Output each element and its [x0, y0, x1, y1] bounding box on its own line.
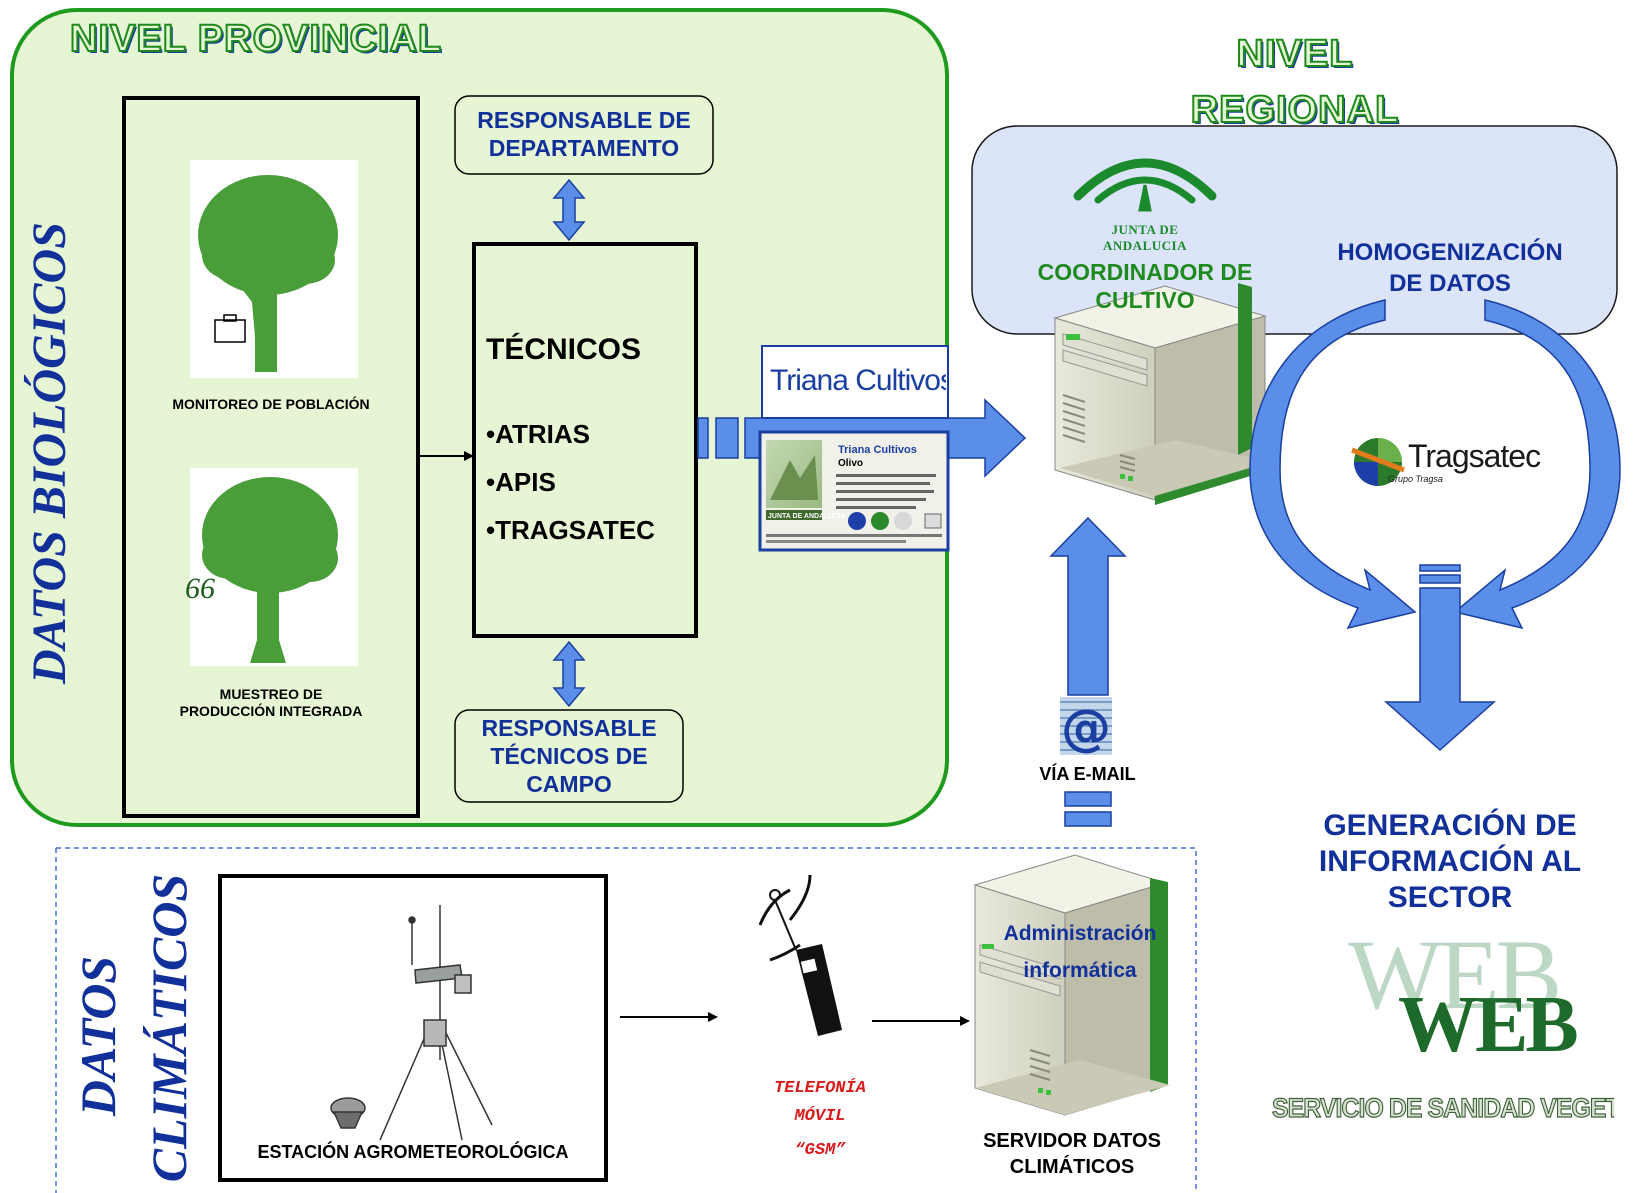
tragsatec-logo	[1351, 438, 1405, 486]
service-label: SERVICIO DE SANIDAD VEGETAL	[1272, 1093, 1615, 1124]
junta-andalucia-logo	[1073, 158, 1217, 212]
technicians-box	[472, 242, 698, 638]
double-arrow-icon	[552, 640, 586, 708]
admin-label: Administración informática	[990, 915, 1170, 989]
generation-label: GENERACIÓN DE INFORMACIÓN AL SECTOR	[1290, 808, 1610, 916]
field-head-box	[454, 709, 684, 803]
down-arrow	[1384, 564, 1496, 752]
station-box	[218, 874, 608, 1182]
homogenization-line: DE DATOS	[1389, 270, 1511, 297]
biological-data-label: DATOS BIOLÓGICOS	[23, 222, 76, 684]
cycle-arrows	[1249, 299, 1621, 630]
field-head-line: TÉCNICOS DE	[490, 743, 648, 769]
phone-label: TELEFONÍA MÓVIL “GSM”	[740, 1075, 900, 1165]
triana-logo	[761, 345, 949, 419]
triana-screen-brand: JUNTA DE ANDALUCIA	[768, 513, 846, 520]
triana-screen-title: Triana Cultivos	[838, 444, 917, 456]
double-arrow-icon	[552, 178, 586, 242]
provincial-title: NIVEL PROVINCIAL	[69, 17, 443, 61]
triana-logo-text: Triana Cultivos	[770, 364, 946, 397]
arrow-icon	[620, 1012, 718, 1022]
admin-line: informática	[1023, 959, 1137, 982]
coordinator-line: COORDINADOR DE	[1037, 259, 1253, 285]
triana-screenshot	[758, 430, 950, 552]
coordinator-line: CULTIVO	[1095, 287, 1195, 313]
arrow-icon	[872, 1016, 970, 1026]
technicians-title: TÉCNICOS	[486, 333, 642, 366]
up-arrow	[1049, 516, 1127, 696]
svg-text:@: @	[1061, 699, 1111, 757]
climatic-server-line: CLIMÁTICOS	[1009, 1156, 1135, 1178]
dept-head-line: DEPARTAMENTO	[488, 135, 680, 161]
coordinator-label: COORDINADOR DE CULTIVO	[1010, 258, 1280, 314]
phone-label-line: MÓVIL	[794, 1107, 846, 1126]
triana-screen-subtitle: Olivo	[838, 458, 864, 469]
regional-server-icon	[1053, 283, 1270, 505]
email-icon: @	[1060, 697, 1112, 757]
climatic-data-label: DATOS	[70, 955, 126, 1117]
climatic-data-label: CLIMÁTICOS	[141, 873, 197, 1183]
mobile-phone-icon	[758, 874, 842, 1036]
technician-item: •APIS	[486, 467, 556, 497]
sampling-label: MUESTREO DE PRODUCCIÓN INTEGRADA	[140, 686, 402, 720]
homogenization-line: HOMOGENIZACIÓN	[1337, 239, 1563, 266]
dept-head-line: RESPONSABLE DE	[477, 107, 691, 133]
weather-station-icon	[330, 905, 493, 1141]
field-head-label: RESPONSABLE TÉCNICOS DE CAMPO	[455, 714, 683, 798]
arrow-icon	[420, 451, 474, 461]
generation-line: GENERACIÓN DE	[1323, 809, 1577, 842]
biological-box	[122, 96, 420, 818]
dept-head-label: RESPONSABLE DE DEPARTAMENTO	[455, 106, 713, 162]
field-head-line: CAMPO	[526, 771, 612, 797]
monitoring-label: MONITOREO DE POBLACIÓN	[172, 396, 370, 412]
dept-head-box	[454, 95, 714, 175]
generation-line: SECTOR	[1387, 881, 1513, 914]
tree-icon	[190, 160, 358, 378]
regional-title-line: REGIONAL	[1190, 88, 1400, 132]
tree-icon: 66	[185, 468, 358, 666]
homogenization-label: HOMOGENIZACIÓN DE DATOS	[1300, 237, 1600, 299]
climatic-server-icon	[973, 854, 1170, 1116]
sampling-label-line: MUESTREO DE	[219, 686, 323, 702]
climatic-server-line: SERVIDOR DATOS	[983, 1130, 1161, 1152]
sampling-label-line: PRODUCCIÓN INTEGRADA	[179, 703, 363, 719]
field-head-line: RESPONSABLE	[481, 715, 657, 741]
technicians-list: •ATRIAS •APIS •TRAGSATEC	[486, 410, 655, 554]
web-text: WEB	[1398, 981, 1579, 1069]
station-label: ESTACIÓN AGROMETEOROLÓGICA	[257, 1142, 569, 1162]
equals-bars	[1064, 791, 1112, 827]
tragsatec-logo-text: Tragsatec	[1408, 438, 1541, 474]
regional-title: NIVEL REGIONAL	[1160, 26, 1430, 138]
climatic-region	[56, 847, 1197, 1193]
phone-label-line: “GSM”	[794, 1141, 846, 1160]
climatic-server-label: SERVIDOR DATOS CLIMÁTICOS	[962, 1128, 1182, 1180]
junta-caption: JUNTA DE ANDALUCIA	[1103, 222, 1187, 253]
web-shadow-text: WEB	[1348, 919, 1562, 1030]
generation-line: INFORMACIÓN AL	[1318, 845, 1582, 878]
email-label: VÍA E-MAIL	[1039, 764, 1136, 784]
svg-text:66: 66	[185, 572, 215, 605]
phone-label-line: TELEFONÍA	[774, 1079, 866, 1098]
technician-item: •TRAGSATEC	[486, 515, 655, 545]
admin-line: Administración	[1003, 922, 1157, 945]
regional-title-line: NIVEL	[1236, 32, 1354, 76]
technician-item: •ATRIAS	[486, 419, 590, 449]
tragsatec-group-text: Grupo Tragsa	[1388, 474, 1443, 484]
